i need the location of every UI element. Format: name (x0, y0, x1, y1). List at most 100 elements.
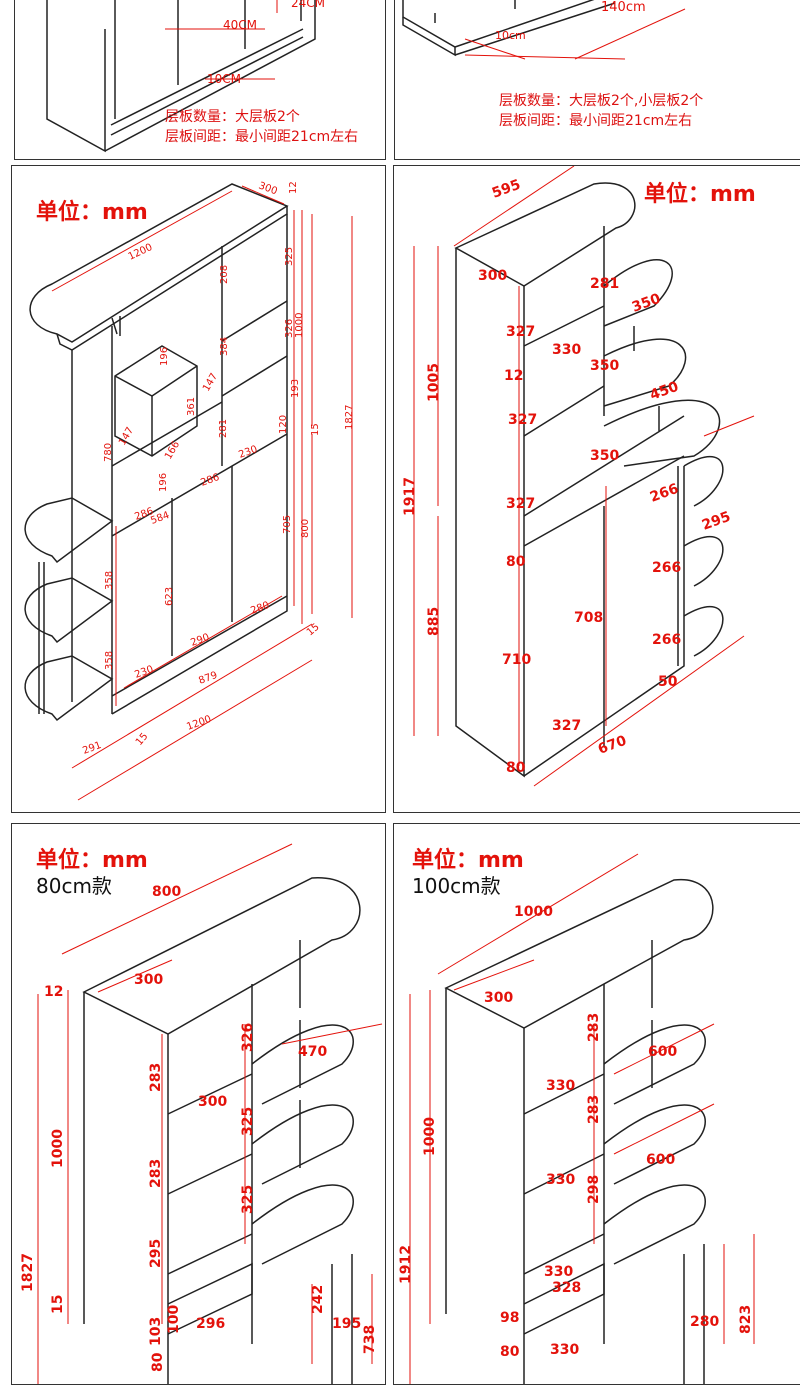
dimension-label: 291 (81, 740, 103, 757)
dimension-label: 80 (500, 1344, 520, 1360)
dimension-label: 80 (506, 554, 526, 570)
dimension-label: 326 (240, 1023, 256, 1052)
dimension-label: 670 (596, 733, 629, 758)
dimension-label: 708 (574, 610, 603, 626)
dimension-label: 50 (658, 674, 678, 690)
dimension-label: 623 (164, 587, 175, 606)
dimension-label: 15 (134, 731, 151, 748)
dimension-label: 166 (163, 439, 182, 461)
dimension-label: 350 (590, 358, 619, 374)
dimension-label: 326 (284, 319, 295, 338)
dimension-label: 12 (504, 368, 523, 384)
dimension-label: 196 (159, 347, 170, 366)
panel-a: 单位：mm (11, 165, 386, 813)
dimension-label: 80 (506, 760, 526, 776)
dimension-label: 1917 (402, 477, 418, 516)
dimension-label: 823 (738, 1305, 754, 1334)
dimension-lines-d (409, 853, 755, 1384)
dimension-label: 12 (288, 181, 299, 194)
dimension-label: 595 (490, 177, 523, 202)
dimension-label: 286 (199, 472, 221, 489)
dimension-label: 1827 (20, 1253, 36, 1292)
dimension-label: 800 (300, 519, 311, 538)
note-shelf-count-right: 层板数量：大层板2个,小层板2个 (499, 93, 704, 109)
dimension-label: 325 (284, 247, 295, 266)
top-right-drawing: 140cm 10cm (402, 0, 686, 60)
dimension-label: 600 (648, 1044, 677, 1060)
subtitle-80cm: 80cm款 (36, 874, 112, 898)
dimension-label: 103 (148, 1317, 164, 1346)
dimension-label: 242 (310, 1285, 326, 1314)
dimension-label: 296 (196, 1316, 225, 1332)
dimension-lines-b (413, 166, 755, 787)
dimension-label: 1000 (514, 904, 553, 920)
dimension-label: 283 (148, 1159, 164, 1188)
note-shelf-spacing: 层板间距：最小间距21cm左右 (165, 129, 359, 145)
note-shelf-count: 层板数量：大层板2个 (165, 109, 300, 125)
dimension-label: 325 (240, 1185, 256, 1214)
dimension-label: 15 (305, 622, 322, 639)
dimension-label: 147 (201, 371, 220, 393)
dimension-label: 885 (426, 607, 442, 636)
label-40cm: 40CM (223, 18, 257, 32)
label-10cm: 10CM (207, 72, 241, 86)
dimension-label: 295 (148, 1239, 164, 1268)
dimension-label: 298 (586, 1175, 602, 1204)
unit-label: 单位：mm (36, 848, 148, 873)
dimension-label: 1827 (344, 405, 355, 430)
dimension-label: 780 (103, 443, 114, 462)
dimension-label: 300 (484, 990, 513, 1006)
note-shelf-spacing-right: 层板间距：最小间距21cm左右 (499, 113, 693, 129)
dimension-label: 327 (508, 412, 537, 428)
label-140cm: 140cm (601, 0, 646, 15)
dimension-label: 450 (648, 379, 681, 404)
dimension-label: 1000 (50, 1129, 66, 1168)
dimension-label: 80 (150, 1352, 166, 1372)
panel-d: 单位：mm 100cm款 (393, 823, 800, 1385)
label-10cm-right: 10cm (495, 29, 526, 42)
dimension-label: 195 (332, 1316, 361, 1332)
label-24cm: 24CM (291, 0, 325, 10)
dimension-label: 300 (198, 1094, 227, 1110)
dimension-label: 361 (186, 397, 197, 416)
dimension-label: 196 (158, 473, 169, 492)
unit-label: 单位：mm (644, 182, 756, 207)
dimension-label: 295 (700, 509, 733, 534)
top-left-panel: 40CM 10CM 24CM 层板数量：大层板2个 层板间距：最小间距21cm左… (14, 0, 386, 160)
dimension-label: 327 (506, 324, 535, 340)
dimension-label: 120 (278, 415, 289, 434)
dimension-label: 1200 (185, 714, 213, 733)
dimension-label: 350 (590, 448, 619, 464)
dimension-label: 470 (298, 1044, 327, 1060)
dimension-label: 12 (44, 984, 63, 1000)
dimension-label: 147 (117, 425, 136, 447)
dimension-label: 208 (219, 265, 230, 284)
dimension-label: 283 (148, 1063, 164, 1092)
dimension-label: 1000 (294, 313, 305, 338)
dimension-label: 266 (652, 560, 681, 576)
unit-label: 单位：mm (36, 200, 148, 225)
dimension-label: 330 (546, 1078, 575, 1094)
dimension-label: 710 (502, 652, 531, 668)
dimension-label: 705 (282, 515, 293, 534)
panel-c: 单位：mm 80cm款 (11, 823, 386, 1385)
dimension-label: 281 (590, 276, 619, 292)
dimension-label: 266 (648, 481, 681, 506)
dimension-label: 283 (586, 1013, 602, 1042)
panel-b: 单位：mm (393, 165, 800, 813)
dimension-lines-a (51, 185, 353, 801)
dimension-label: 358 (104, 651, 115, 670)
dimension-label: 879 (197, 670, 219, 687)
dimension-label: 330 (550, 1342, 579, 1358)
dimension-label: 600 (646, 1152, 675, 1168)
dimension-label: 1000 (422, 1117, 438, 1156)
dimension-label: 800 (152, 884, 181, 900)
dimension-label: 350 (630, 291, 663, 316)
dimension-label: 1005 (426, 363, 442, 402)
dimension-label: 280 (690, 1314, 719, 1330)
dimension-label: 330 (546, 1172, 575, 1188)
dimension-label: 330 (544, 1264, 573, 1280)
